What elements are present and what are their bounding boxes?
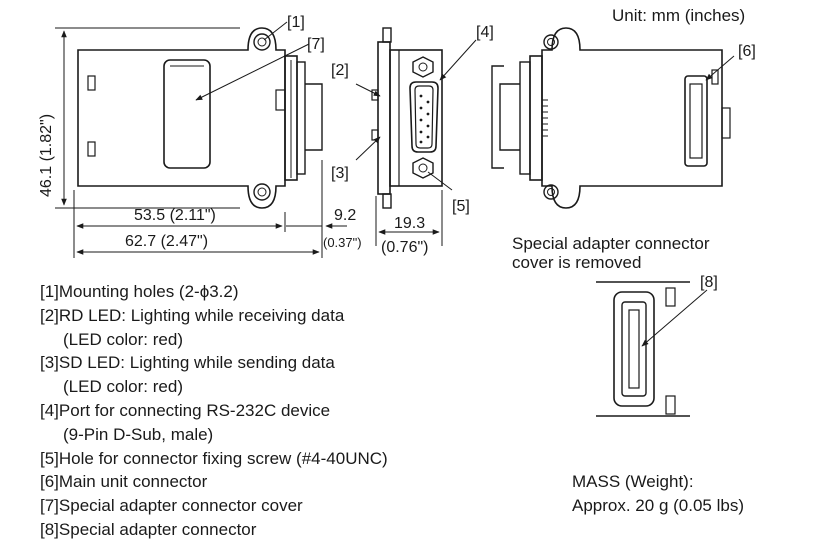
body-width-label: 53.5 (2.11") xyxy=(134,207,216,224)
callout-2: [2] xyxy=(331,62,349,79)
rear-view xyxy=(491,27,735,209)
mounting-hole-top xyxy=(253,33,271,51)
legend-item: (LED color: red) xyxy=(63,377,183,397)
callout-1: [1] xyxy=(287,14,305,31)
side-view xyxy=(355,27,477,246)
drawing-labels: [1] [7] [2] [3] [4] [5] [6] [8] 46.1 (1.… xyxy=(38,14,756,291)
callout-4: [4] xyxy=(476,24,494,41)
side-depth-in-label: (0.76") xyxy=(381,239,428,256)
legend-item: (LED color: red) xyxy=(63,329,183,349)
mass-heading: MASS (Weight): xyxy=(572,472,694,491)
legend-list: [1]Mounting holes (2-ϕ3.2) [2]RD LED: Lig… xyxy=(40,280,388,542)
unit-note: Unit: mm (inches) xyxy=(612,6,746,25)
mass-note: MASS (Weight): Approx. 20 g (0.05 lbs) xyxy=(572,470,744,518)
callout-6: [6] xyxy=(738,43,756,60)
detail-view xyxy=(596,281,708,417)
connector-depth-in-label: (0.37") xyxy=(323,235,362,250)
legend-item: [6]Main unit connector xyxy=(40,472,208,492)
fixing-screw-bottom xyxy=(412,157,434,179)
special-adapter-connector xyxy=(613,291,655,407)
mounting-hole-bottom xyxy=(253,183,271,201)
adapter-connector-cover xyxy=(163,59,211,169)
legend-item: (9-Pin D-Sub, male) xyxy=(63,424,214,444)
front-view xyxy=(55,21,347,258)
height-dimension-label: 46.1 (1.82") xyxy=(38,114,55,197)
legend-item: [3]SD LED: Lighting while sending data xyxy=(40,353,335,373)
fixing-screw-top xyxy=(412,56,434,78)
dsub-port xyxy=(409,81,439,153)
callout-3: [3] xyxy=(331,165,349,182)
legend-item: [7]Special adapter connector cover xyxy=(40,496,303,516)
legend-item: [4]Port for connecting RS-232C device xyxy=(40,400,331,420)
removed-note-line-2: cover is removed xyxy=(512,253,642,272)
main-unit-connector xyxy=(684,75,708,167)
removed-note-line-1: Special adapter connector xyxy=(512,234,710,253)
legend-item: [5]Hole for connector fixing screw (#4-4… xyxy=(40,448,388,468)
callout-7: [7] xyxy=(307,36,325,53)
side-depth-mm-label: 19.3 xyxy=(394,215,425,232)
legend-item: [2]RD LED: Lighting while receiving data xyxy=(40,305,345,325)
callout-8: [8] xyxy=(700,274,718,291)
removed-note: Special adapter connector cover is remov… xyxy=(512,234,710,272)
callout-5: [5] xyxy=(452,198,470,215)
legend-item: [1]Mounting holes (2-ϕ3.2) xyxy=(40,282,239,301)
connector-depth-mm-label: 9.2 xyxy=(334,207,356,224)
mass-value: Approx. 20 g (0.05 lbs) xyxy=(572,496,744,515)
legend-item: [8]Special adapter connector xyxy=(40,519,257,539)
total-width-label: 62.7 (2.47") xyxy=(125,233,208,250)
